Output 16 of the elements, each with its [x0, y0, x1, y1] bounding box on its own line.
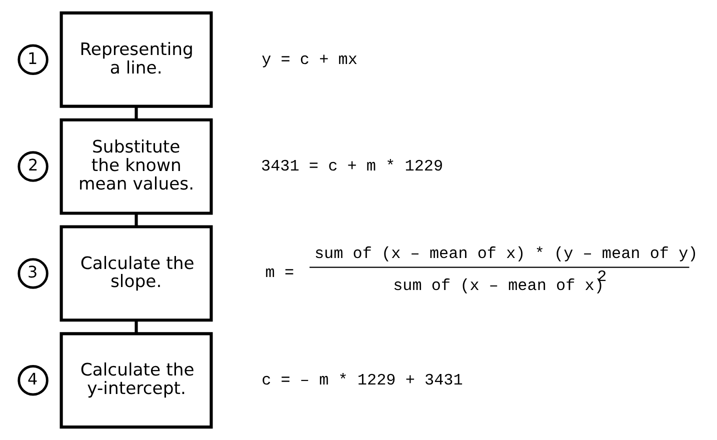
connector: [134, 213, 138, 227]
label: 3431 = c + m * 1229: [260, 158, 443, 176]
node-circle: 2: [17, 151, 48, 182]
node-box: Calculate the slope.: [59, 225, 212, 322]
node-box: Substitute the known mean values.: [59, 118, 212, 215]
connector: [134, 320, 138, 334]
label: y = c + mx: [261, 50, 357, 69]
node-box: Calculate the y-intercept.: [59, 332, 212, 429]
node-box: Representing a line.: [59, 11, 212, 108]
label: sum of (x – mean of x) * (y – mean of y): [314, 244, 698, 263]
node-circle: 3: [17, 258, 48, 289]
connector: [134, 106, 138, 120]
label: c = – m * 1229 + 3431: [261, 372, 462, 390]
node-circle: 1: [17, 44, 48, 75]
node-circle: 4: [17, 365, 48, 396]
label: m =: [264, 264, 294, 282]
